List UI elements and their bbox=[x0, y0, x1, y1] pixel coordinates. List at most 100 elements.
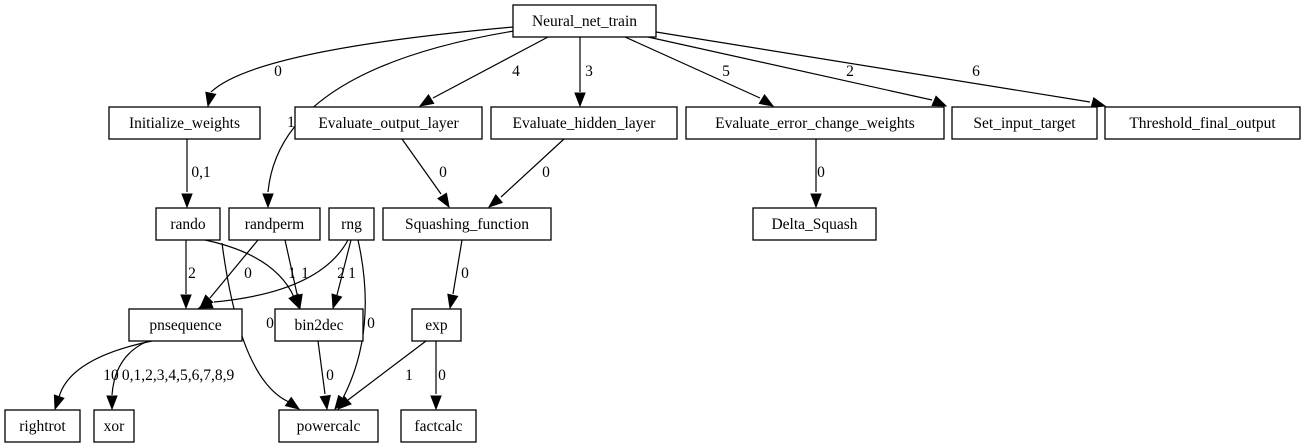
edge-neural_net_train-to-initialize_weights: 0 bbox=[205, 26, 514, 108]
edge-label: 2 bbox=[188, 265, 196, 282]
node-rightrot[interactable]: rightrot bbox=[4, 409, 81, 443]
edge-neural_net_train-to-evaluate_output_layer: 4 bbox=[418, 36, 549, 107]
node-exp[interactable]: exp bbox=[411, 308, 462, 342]
node-box bbox=[294, 106, 483, 140]
edge-label: 0 bbox=[439, 164, 447, 181]
edge-line bbox=[655, 31, 1091, 103]
edge-line bbox=[209, 239, 259, 299]
edge-arrowhead bbox=[262, 193, 274, 209]
node-squashing-function[interactable]: Squashing_function bbox=[382, 207, 552, 241]
edge-arrowhead bbox=[574, 92, 586, 108]
node-label: Set_input_target bbox=[973, 115, 1076, 132]
edge-line bbox=[210, 26, 514, 93]
node-box bbox=[411, 308, 462, 342]
node-initialize-weights[interactable]: Initialize_weights bbox=[108, 106, 261, 140]
edge-line bbox=[267, 29, 521, 193]
node-box bbox=[752, 207, 877, 241]
node-powercalc[interactable]: powercalc bbox=[278, 409, 379, 443]
node-label: rando bbox=[170, 216, 206, 233]
edge-line bbox=[58, 340, 153, 398]
node-label: Neural_net_train bbox=[532, 13, 637, 30]
edge-label: 0 bbox=[244, 265, 252, 282]
node-pnsequence[interactable]: pnsequence bbox=[128, 308, 243, 342]
edge-arrowhead bbox=[197, 297, 214, 309]
node-evaluate-error-change-weights[interactable]: Evaluate_error_change_weights bbox=[685, 106, 945, 140]
edge-line bbox=[213, 239, 349, 303]
node-label: factcalc bbox=[414, 418, 462, 435]
edge-neural_net_train-to-threshold_final_output: 6 bbox=[655, 31, 1107, 109]
edge-line bbox=[624, 36, 761, 99]
node-threshold-final-output[interactable]: Threshold_final_output bbox=[1104, 106, 1301, 140]
node-box bbox=[328, 207, 375, 241]
edge-label: 0 bbox=[542, 164, 550, 181]
edge-arrowhead bbox=[181, 193, 193, 209]
edge-evaluate_error_change_weights-to-delta_squash: 0 bbox=[810, 139, 825, 209]
edge-pnsequence-to-xor: 0,1,2,3,4,5,6,7,8,9 bbox=[106, 340, 235, 411]
node-rng[interactable]: rng bbox=[328, 207, 375, 241]
edge-label: 0 bbox=[274, 63, 282, 80]
edge-line bbox=[221, 242, 290, 403]
edge-label: 0,1 bbox=[191, 164, 210, 181]
edge-arrowhead bbox=[284, 396, 301, 410]
edge-initialize_weights-to-rando: 0,1 bbox=[181, 139, 211, 209]
edge-arrowhead bbox=[437, 192, 450, 209]
node-box bbox=[400, 409, 477, 443]
edge-line bbox=[401, 138, 442, 195]
node-box bbox=[382, 207, 552, 241]
edge-label: 1 bbox=[348, 265, 356, 282]
edge-label: 10 bbox=[103, 367, 119, 384]
node-rando[interactable]: rando bbox=[155, 207, 221, 241]
edge-label: 3 bbox=[585, 63, 593, 80]
node-bin2dec[interactable]: bin2dec bbox=[274, 308, 364, 342]
edge-arrowhead bbox=[1090, 96, 1107, 109]
node-label: rng bbox=[341, 216, 362, 233]
node-label: Evaluate_error_change_weights bbox=[715, 115, 915, 132]
node-label: exp bbox=[425, 317, 448, 334]
edge-label: 0 bbox=[438, 367, 446, 384]
edge-label: 1 bbox=[301, 265, 309, 282]
edge-neural_net_train-to-set_input_target: 2 bbox=[647, 36, 948, 107]
edge-randperm-to-pnsequence: 0 bbox=[199, 239, 259, 309]
edge-label: 0,1,2,3,4,5,6,7,8,9 bbox=[122, 367, 235, 384]
edge-exp-to-factcalc: 0 bbox=[430, 341, 446, 411]
edge-neural_net_train-to-evaluate_error_change_weights: 5 bbox=[624, 36, 775, 107]
node-neural-net-train[interactable]: Neural_net_train bbox=[512, 4, 657, 38]
edge-arrowhead bbox=[53, 394, 65, 411]
edge-label: 4 bbox=[512, 63, 520, 80]
node-label: Initialize_weights bbox=[129, 115, 240, 132]
node-box bbox=[685, 106, 945, 140]
node-xor[interactable]: xor bbox=[93, 409, 135, 443]
edge-arrowhead bbox=[205, 91, 217, 108]
edge-label: 0 bbox=[817, 164, 825, 181]
node-randperm[interactable]: randperm bbox=[228, 207, 321, 241]
edge-line bbox=[432, 36, 549, 99]
node-factcalc[interactable]: factcalc bbox=[400, 409, 477, 443]
edge-arrowhead bbox=[758, 94, 775, 107]
edge-label: 5 bbox=[722, 63, 730, 80]
node-box bbox=[228, 207, 321, 241]
edge-line bbox=[111, 340, 149, 396]
edge-arrowhead bbox=[331, 293, 343, 310]
node-set-input-target[interactable]: Set_input_target bbox=[951, 106, 1098, 140]
edge-label: 0 bbox=[461, 265, 469, 282]
node-box bbox=[951, 106, 1098, 140]
node-label: Evaluate_output_layer bbox=[318, 115, 459, 132]
edge-label: 6 bbox=[972, 63, 980, 80]
node-label: Delta_Squash bbox=[771, 216, 857, 233]
node-evaluate-hidden-layer[interactable]: Evaluate_hidden_layer bbox=[490, 106, 678, 140]
edge-line bbox=[500, 138, 565, 198]
edge-rando-to-powercalc: 0 bbox=[221, 242, 301, 410]
edge-label: 0 bbox=[266, 315, 274, 332]
node-label: pnsequence bbox=[149, 317, 221, 334]
node-box bbox=[512, 4, 657, 38]
edge-label: 2 bbox=[337, 265, 345, 282]
edge-line bbox=[284, 239, 298, 295]
edge-label: 0 bbox=[326, 367, 334, 384]
node-box bbox=[1104, 106, 1301, 140]
node-box bbox=[4, 409, 81, 443]
node-evaluate-output-layer[interactable]: Evaluate_output_layer bbox=[294, 106, 483, 140]
edge-bin2dec-to-powercalc: 0 bbox=[317, 340, 334, 411]
edge-squashing_function-to-exp: 0 bbox=[447, 239, 469, 310]
node-label: bin2dec bbox=[294, 317, 343, 334]
node-delta-squash[interactable]: Delta_Squash bbox=[752, 207, 877, 241]
